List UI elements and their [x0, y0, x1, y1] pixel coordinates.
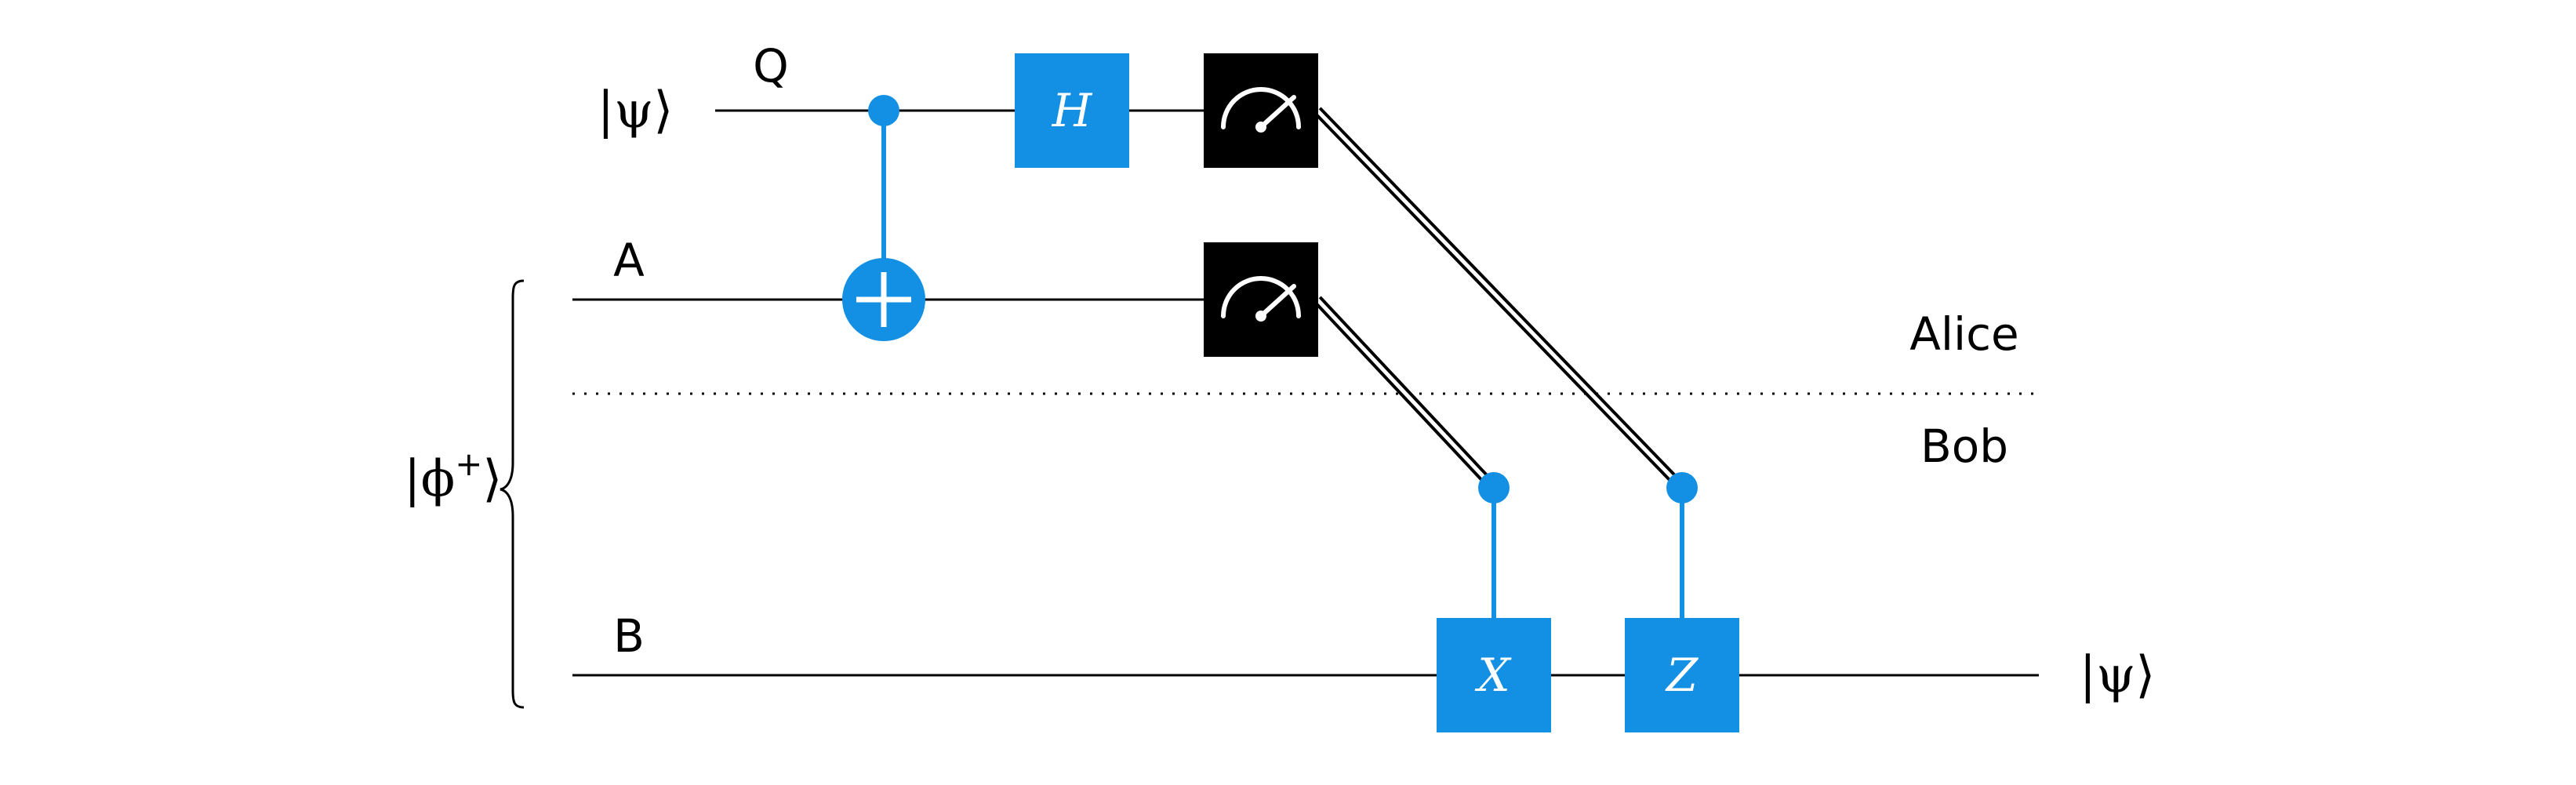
input-state: |ψ⟩: [598, 82, 674, 140]
bell-state-close: ⟩: [482, 450, 502, 508]
wire-label-a: A: [613, 234, 645, 287]
z-gate: [1625, 618, 1739, 732]
measure-a: [1204, 242, 1318, 357]
output-state: |ψ⟩: [2080, 646, 2156, 704]
classical-wire-a-to-x: [1313, 296, 1498, 492]
bell-brace: [500, 279, 525, 709]
wire-label-b: B: [613, 609, 645, 663]
wire-label-q: Q: [753, 39, 789, 93]
z-gate-label: Z: [1665, 649, 1699, 702]
x-gate: [1437, 618, 1551, 732]
party-label-bob: Bob: [1920, 420, 2008, 473]
bell-state-open: |ϕ: [404, 450, 455, 508]
measure-q: [1204, 53, 1318, 168]
classical-wire-q-to-z: [1313, 107, 1686, 492]
party-label-alice: Alice: [1909, 307, 2018, 361]
plus-circle-icon: [842, 258, 925, 341]
bell-state-sup: +: [455, 445, 482, 483]
h-gate: [1015, 53, 1129, 168]
bell-state-label: |ϕ+⟩: [404, 445, 502, 508]
svg-text:|ϕ+⟩: |ϕ+⟩: [404, 445, 502, 508]
cnot-control-dot: [868, 95, 899, 126]
h-gate-label: H: [1052, 84, 1093, 137]
x-gate-label: X: [1474, 649, 1512, 702]
meter-icon: [1221, 276, 1301, 318]
meter-icon: [1221, 87, 1301, 129]
